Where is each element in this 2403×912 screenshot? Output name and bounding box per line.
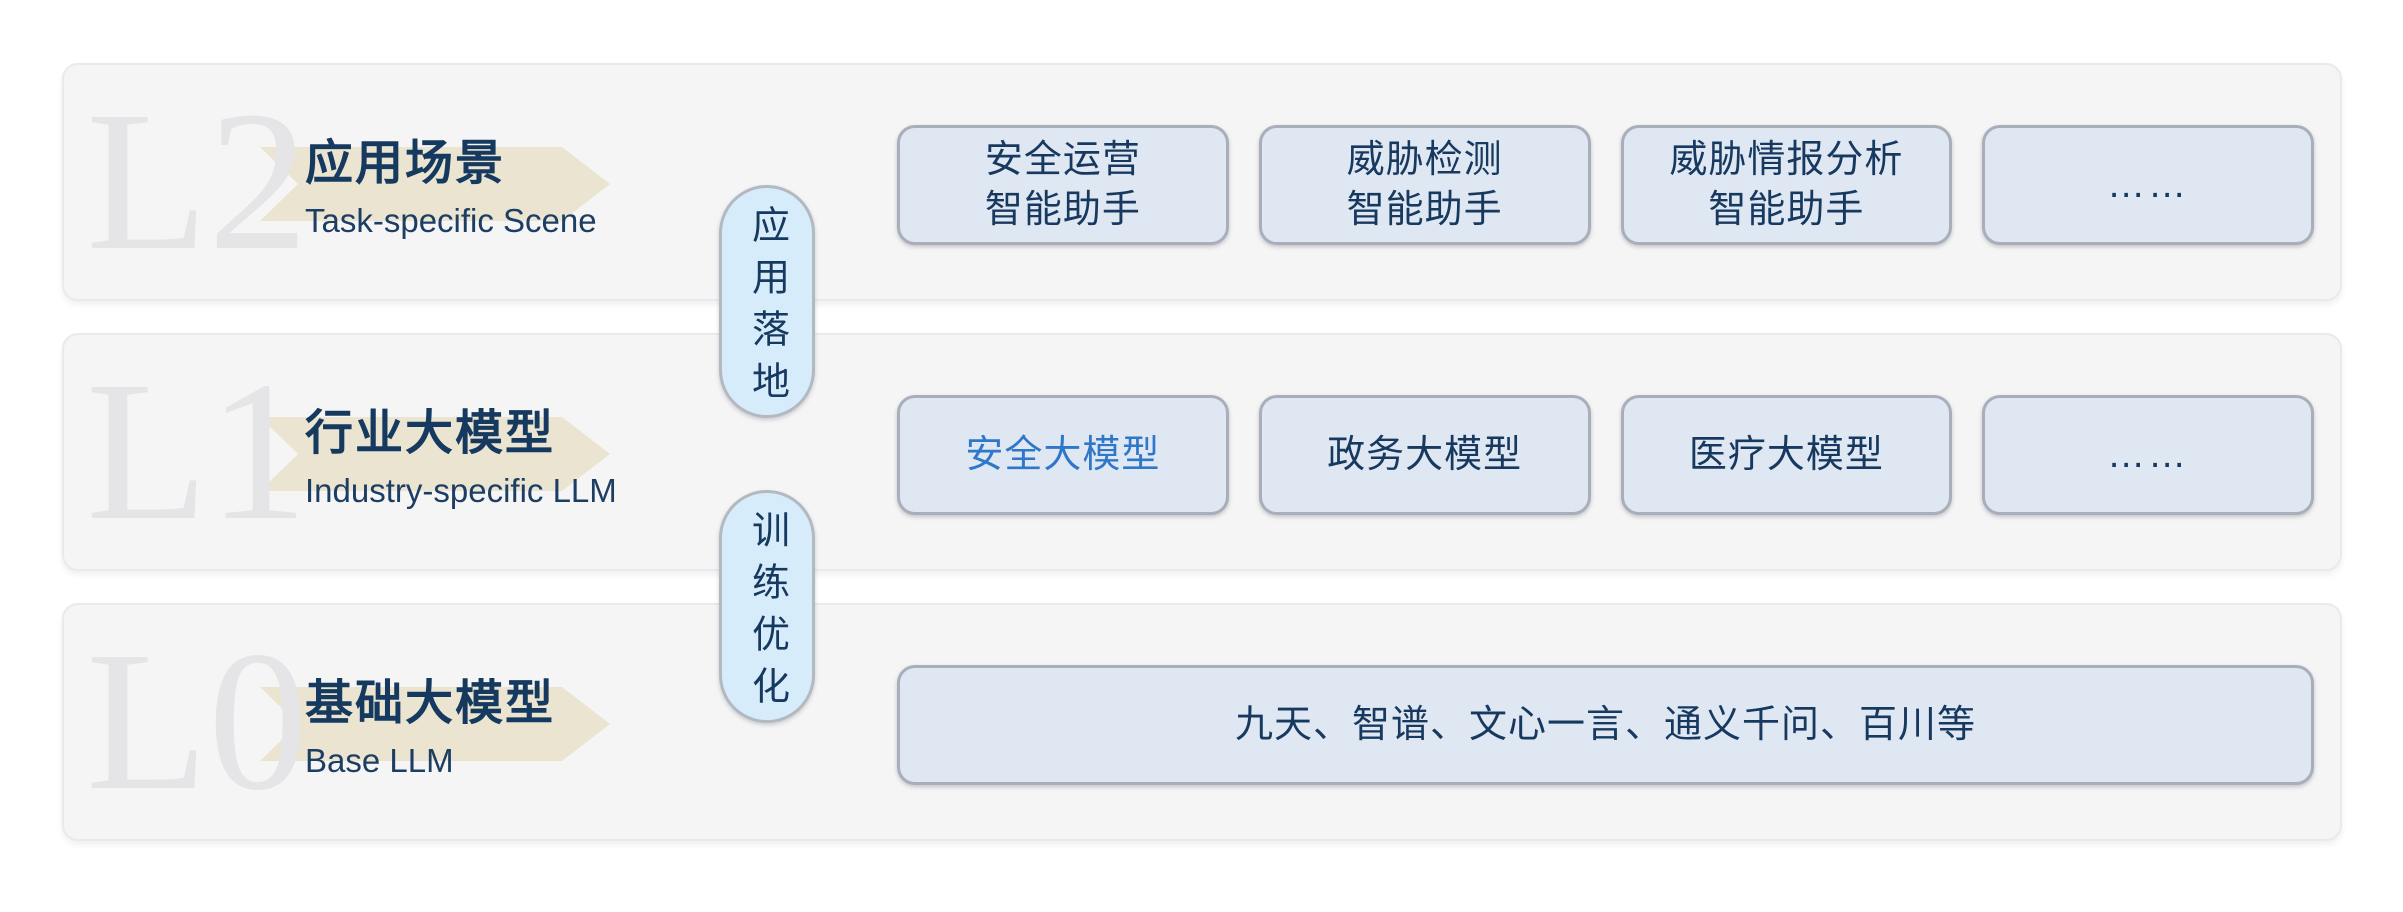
connector-application-deployment: 应用落地 — [719, 185, 815, 418]
l0-header: 基础大模型 Base LLM — [305, 678, 555, 780]
l2-subtitle: Task-specific Scene — [305, 202, 597, 239]
l1-title: 行业大模型 — [305, 407, 556, 460]
chip-more-industry-llms: …… — [1982, 395, 2314, 515]
l2-title-banner-arrow — [260, 147, 610, 221]
chip-line: …… — [2107, 164, 2190, 206]
chip-line: 政务大模型 — [1327, 434, 1523, 476]
connector-label: 训练优化 — [745, 509, 788, 718]
l2-title: 应用场景 — [305, 137, 506, 190]
l1-watermark: L1 — [86, 341, 309, 562]
l1-header: 行业大模型 Industry-specific LLM — [305, 408, 617, 510]
chip-line: 九天、智谱、文心一言、通义千问、百川等 — [1234, 704, 1976, 746]
l2-scene-chips: 安全运营 智能助手 威胁检测 智能助手 威胁情报分析 智能助手 …… — [897, 125, 2314, 245]
chip-line: 安全大模型 — [965, 434, 1161, 476]
chip-line: 医疗大模型 — [1688, 434, 1884, 476]
chip-line: 安全运营 — [984, 139, 1141, 181]
chip-line: …… — [2107, 434, 2190, 476]
chip-medical-llm: 医疗大模型 — [1620, 395, 1953, 515]
chip-line: 威胁情报分析 — [1669, 139, 1904, 181]
l1-title-banner-arrow — [260, 417, 610, 491]
l0-title-banner-arrow — [260, 687, 610, 761]
chip-more-scenes: …… — [1982, 125, 2314, 245]
l2-watermark: L2 — [86, 71, 309, 292]
layer-panel-l1: L1 行业大模型 Industry-specific LLM 安全大模型 政务大… — [62, 333, 2342, 571]
layer-panel-l0: L0 基础大模型 Base LLM 九天、智谱、文心一言、通义千问、百川等 — [62, 603, 2342, 841]
chip-security-operations-assistant: 安全运营 智能助手 — [897, 125, 1229, 245]
l2-header: 应用场景 Task-specific Scene — [305, 138, 597, 240]
chip-security-llm: 安全大模型 — [897, 395, 1229, 515]
chip-line: 智能助手 — [984, 189, 1141, 231]
chip-line: 智能助手 — [1708, 189, 1865, 231]
connector-training-optimization: 训练优化 — [719, 490, 815, 723]
chip-threat-intel-analysis-assistant: 威胁情报分析 智能助手 — [1620, 125, 1953, 245]
chip-base-llm-vendors: 九天、智谱、文心一言、通义千问、百川等 — [897, 665, 2314, 785]
l0-watermark: L0 — [86, 611, 309, 832]
connector-label: 应用落地 — [745, 204, 788, 413]
chip-line: 威胁检测 — [1346, 139, 1503, 181]
chip-government-llm: 政务大模型 — [1258, 395, 1591, 515]
l0-subtitle: Base LLM — [305, 742, 454, 779]
l1-model-chips: 安全大模型 政务大模型 医疗大模型 …… — [897, 395, 2314, 515]
l1-subtitle: Industry-specific LLM — [305, 472, 617, 509]
layer-panel-l2: L2 应用场景 Task-specific Scene 安全运营 智能助手 威胁… — [62, 63, 2342, 301]
l0-title: 基础大模型 — [305, 677, 556, 730]
l0-base-llm-chip-row: 九天、智谱、文心一言、通义千问、百川等 — [897, 665, 2314, 785]
chip-threat-detection-assistant: 威胁检测 智能助手 — [1258, 125, 1591, 245]
chip-line: 智能助手 — [1346, 189, 1503, 231]
